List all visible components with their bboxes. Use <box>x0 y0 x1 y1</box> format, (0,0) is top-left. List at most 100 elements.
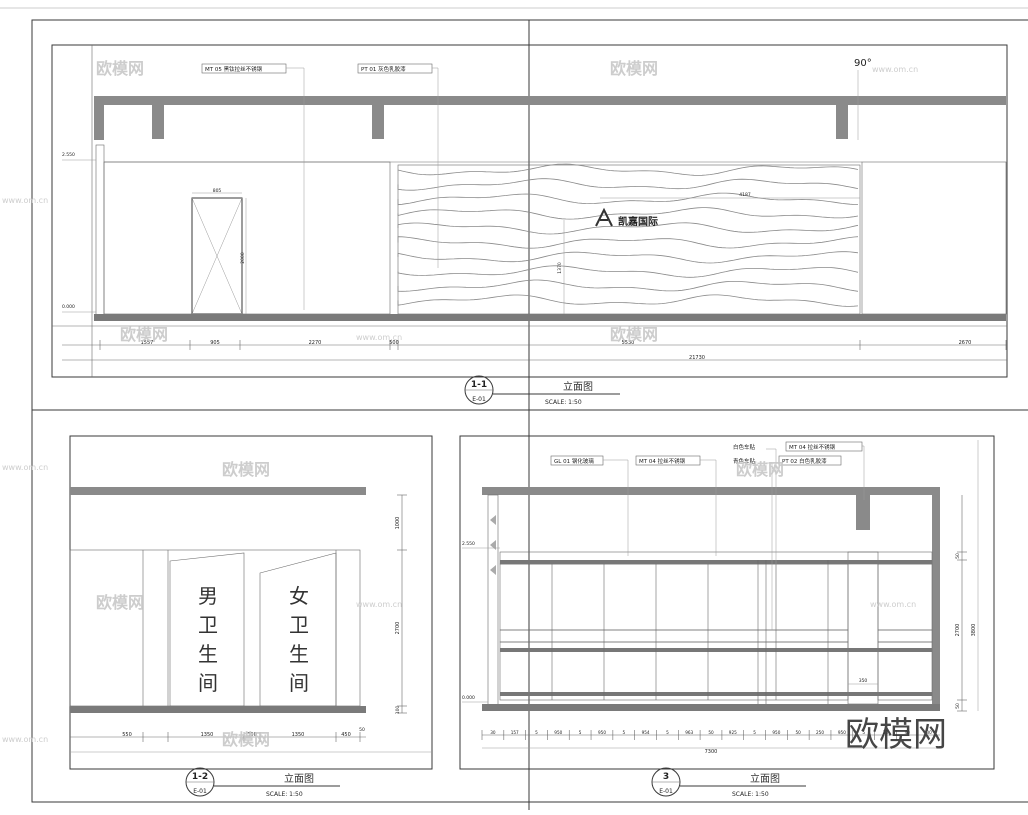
wave-width: 4187 <box>739 192 751 198</box>
watermark-logo: 欧模网 <box>120 325 168 344</box>
material-callout: MT 04 拉丝不锈钢 <box>639 457 686 465</box>
end-column <box>932 495 940 711</box>
ceiling-beam <box>94 96 1006 105</box>
sheet-number: E-01 <box>659 788 673 795</box>
dim-text: 5 <box>862 730 865 735</box>
dim-text: 5530 <box>622 340 635 346</box>
dim-text: 157 <box>511 730 519 735</box>
material-callout: 白色车贴 <box>733 443 756 451</box>
wave-line <box>397 251 859 264</box>
floor-slab <box>70 706 366 713</box>
view-number: 1-2 <box>192 772 208 782</box>
dim-text: 5 <box>535 730 538 735</box>
sheet-number: E-01 <box>472 396 486 403</box>
watermark-logo: 欧模网 <box>610 325 658 344</box>
dim-text: 23 <box>883 730 889 735</box>
vdim-text: 100 <box>395 706 401 715</box>
view-title: 立面图 <box>563 380 593 393</box>
female-sign-char: 间 <box>289 671 309 695</box>
drop-beam <box>856 495 870 530</box>
vdim-text: 50 <box>955 553 961 559</box>
stone-wall <box>103 161 391 315</box>
level-mark: 2.550 <box>462 541 475 547</box>
door-height: 2000 <box>240 252 246 264</box>
vdim-text: 1000 <box>395 517 401 530</box>
elevation-1-2: 男 卫 生 间 女 卫 生 间 1000 2700 100 550 1350 3… <box>69 435 433 798</box>
female-sign-char: 卫 <box>289 613 309 637</box>
drop-beam <box>372 105 384 139</box>
floor-slab <box>482 704 940 711</box>
dim-text: 905 <box>210 340 220 346</box>
dim-text: 300 <box>247 732 257 738</box>
wave-line <box>397 178 859 191</box>
dim-text: 250 <box>816 730 824 735</box>
dim-total: 7300 <box>705 749 718 755</box>
dim-text: 30 <box>490 730 496 735</box>
floor-slab <box>94 314 1006 321</box>
view-title: 立面图 <box>750 772 780 785</box>
sheet-number: E-01 <box>193 788 207 795</box>
elevation-1-1: 1557 905 2270 500 5530 2670 21730 805 20… <box>51 44 1008 406</box>
vdim-text: 50 <box>955 703 961 709</box>
material-callout: PT 01 灰色乳胶漆 <box>361 65 406 73</box>
watermark-logo: 欧模网 <box>222 460 270 479</box>
vdim-text: 2700 <box>395 622 401 635</box>
watermark-logo: 欧模网 <box>222 730 270 749</box>
watermark-url: www.om.cn <box>2 735 48 744</box>
dim-text: 450 <box>341 732 351 738</box>
male-sign-char: 生 <box>198 642 218 666</box>
dim-text: 963 <box>685 730 693 735</box>
level-mark: 0.000 <box>62 304 75 310</box>
view-title: 立面图 <box>284 772 314 785</box>
material-callout: MT 04 拉丝不锈钢 <box>789 443 836 451</box>
wave-line <box>397 236 859 249</box>
view-number: 1-1 <box>471 380 487 390</box>
material-callout: MT 05 黑钛拉丝不锈钢 <box>205 65 263 73</box>
watermark-url: www.om.cn <box>356 333 402 342</box>
corner-watermark: 欧模网 <box>845 715 947 755</box>
vdim-total: 3800 <box>971 624 977 637</box>
watermark-url: www.om.cn <box>356 600 402 609</box>
dim-text: 950 <box>554 730 562 735</box>
wave-line <box>397 163 859 176</box>
wave-line <box>397 279 859 292</box>
material-callout: GL 01 钢化玻璃 <box>554 457 594 465</box>
dim-text: 50 <box>796 730 802 735</box>
level-mark: 2.550 <box>62 152 75 158</box>
dim-text: 50 <box>708 730 714 735</box>
dim-text: 5 <box>579 730 582 735</box>
dim-text: 1557 <box>141 340 154 346</box>
material-callout: 青色车贴 <box>733 457 756 465</box>
dim-text: 925 <box>729 730 737 735</box>
watermark-url: www.om.cn <box>870 600 916 609</box>
dim-text: 950 <box>838 730 846 735</box>
drop-beam <box>836 105 848 139</box>
view-number: 3 <box>663 772 669 782</box>
wave-line <box>397 265 859 278</box>
wave-line <box>397 222 859 235</box>
dim-text: 2270 <box>309 340 322 346</box>
brand-logo-text: 凯嘉国际 <box>618 215 658 228</box>
dim-text: 350 <box>859 678 868 684</box>
level-mark: 0.000 <box>462 695 475 701</box>
male-sign-char: 卫 <box>198 613 218 637</box>
angle-label: 90° <box>854 58 872 69</box>
dim-text: 40 <box>905 730 911 735</box>
female-sign-char: 女 <box>289 584 309 608</box>
watermark-url: www.om.cn <box>2 196 48 205</box>
door-width: 805 <box>213 188 222 194</box>
wave-line <box>397 207 859 220</box>
dim-text: 5 <box>753 730 756 735</box>
watermark-url: www.om.cn <box>872 65 918 74</box>
dim-text: 954 <box>642 730 650 735</box>
dim-text: 30 <box>926 730 932 735</box>
watermark-logo: 欧模网 <box>96 59 144 78</box>
wave-line <box>397 192 858 206</box>
vdim-text: 2700 <box>955 624 961 637</box>
brand-logo-icon <box>595 207 613 227</box>
ceiling-beam <box>70 487 366 495</box>
dim-text: 950 <box>598 730 606 735</box>
side-pilaster <box>487 494 499 706</box>
